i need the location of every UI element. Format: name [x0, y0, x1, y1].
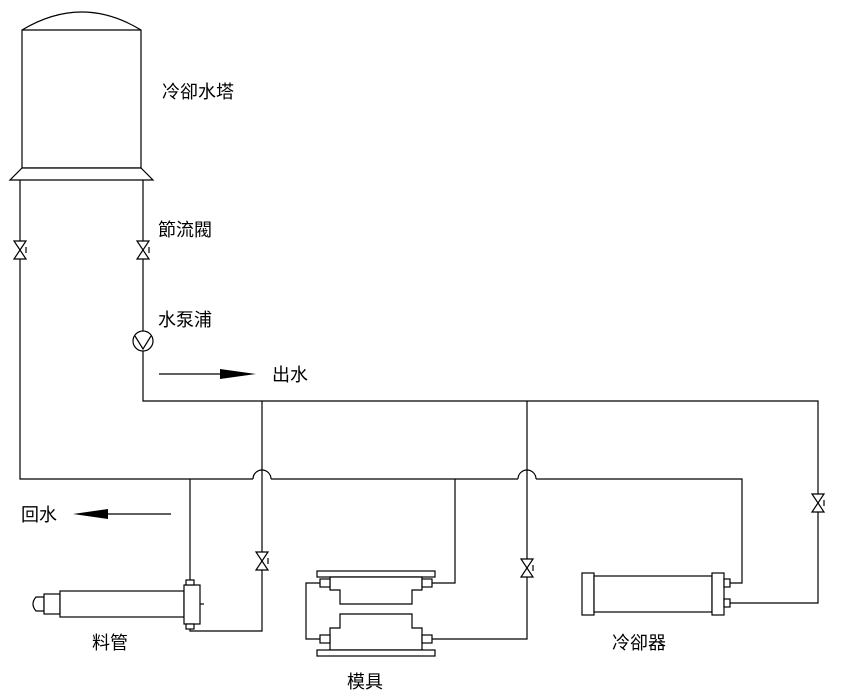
outlet-arrow-icon [220, 369, 256, 379]
outlet-line [142, 180, 819, 604]
cooler-icon [581, 572, 731, 616]
valve-icon [12, 240, 28, 260]
label-barrel: 料管 [92, 633, 128, 654]
barrel-icon [32, 579, 204, 630]
cooling-tower [8, 11, 155, 181]
pipes [19, 180, 819, 640]
valve-icon [519, 558, 535, 578]
label-throttle-valve: 節流閥 [158, 220, 212, 241]
valve-icon [254, 551, 270, 571]
return-arrow-icon [73, 509, 108, 519]
label-mold: 模具 [347, 672, 383, 693]
label-cooling-tower: 冷卻水塔 [162, 82, 234, 103]
return-line [19, 180, 253, 480]
water-pump-icon [132, 330, 154, 352]
mold-icon [305, 570, 436, 657]
valve-icon [810, 493, 826, 513]
label-outlet: 出水 [272, 365, 308, 386]
label-water-pump: 水泵浦 [158, 310, 212, 331]
throttle-valve-icon [135, 240, 151, 260]
label-return: 回水 [21, 505, 57, 526]
label-cooler: 冷卻器 [612, 633, 666, 654]
